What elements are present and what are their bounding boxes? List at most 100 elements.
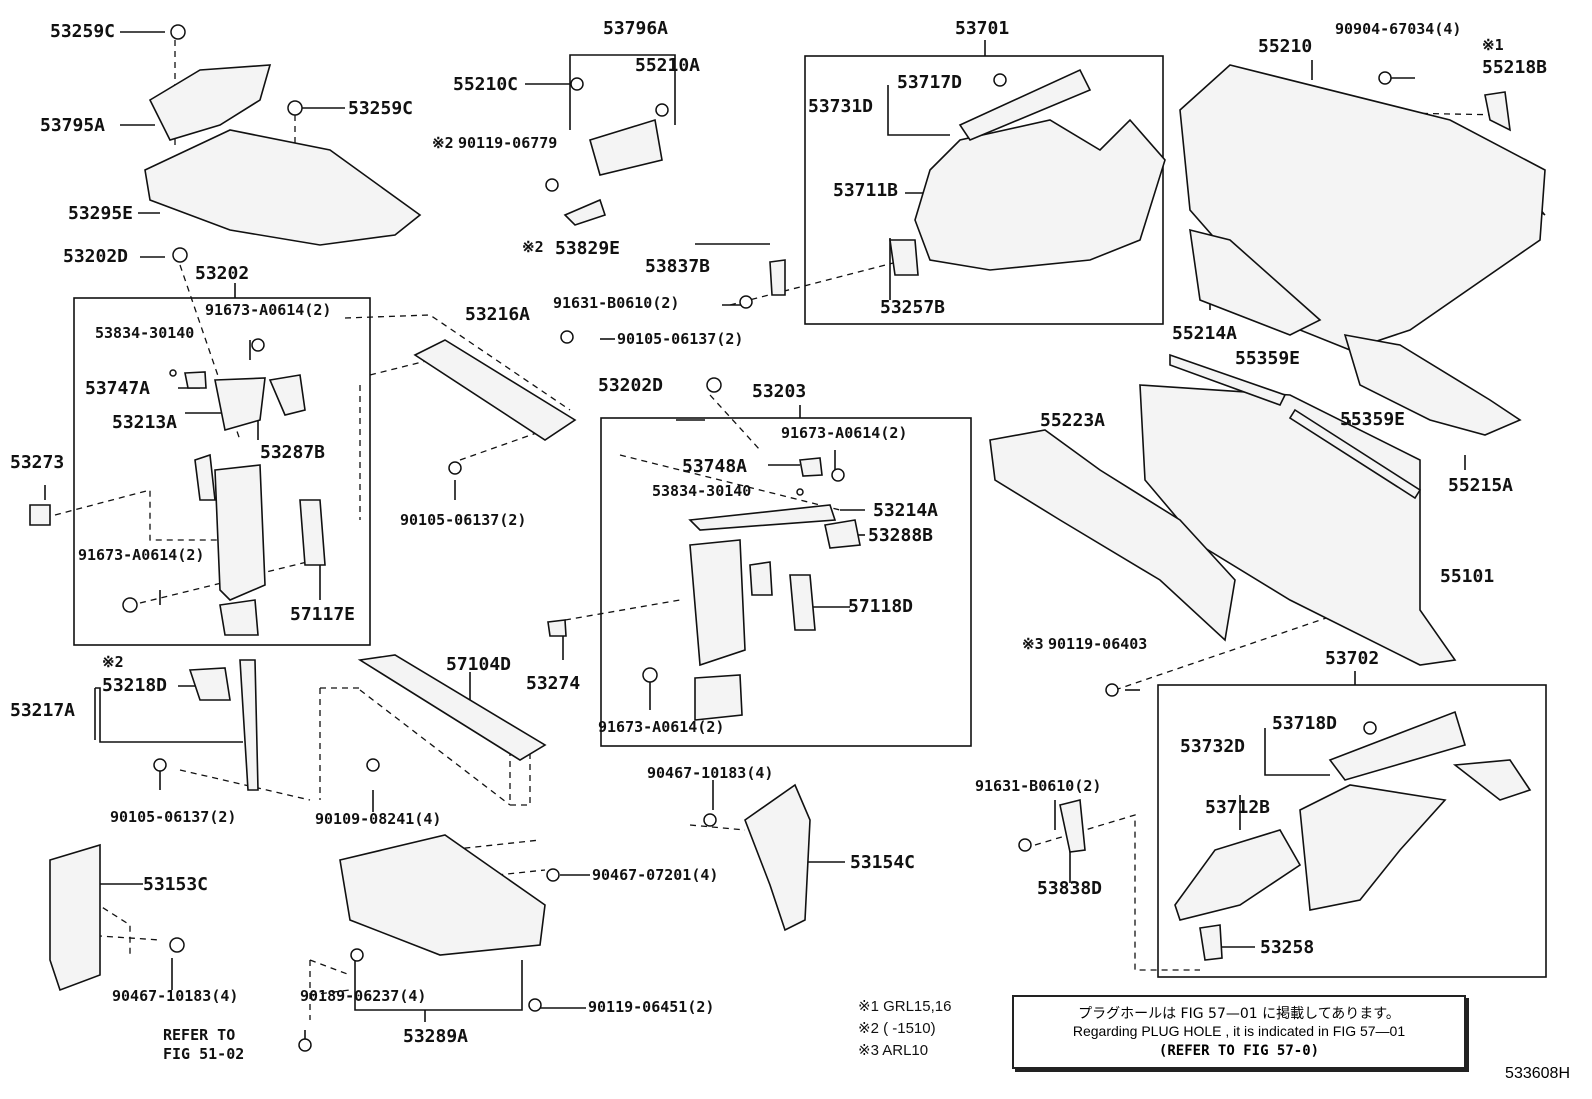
label-53154c[interactable]: 53154C [850, 852, 916, 873]
part-57104D-shape [357, 654, 547, 761]
part-55359E-a-shape [1169, 353, 1287, 406]
label-53288b[interactable]: 53288B [868, 525, 934, 546]
label-53712b[interactable]: 53712B [1205, 797, 1271, 818]
label-90105-06137-a[interactable]: 90105-06137(2) [617, 330, 744, 348]
label-53829e[interactable]: 53829E [555, 238, 621, 259]
label-53153c[interactable]: 53153C [143, 874, 209, 895]
label-53216a[interactable]: 53216A [465, 304, 531, 325]
label-53747a[interactable]: 53747A [85, 378, 151, 399]
part-55101-shape [1139, 384, 1457, 666]
label-55223a[interactable]: 55223A [1040, 410, 1106, 431]
label-91673-a0614-b[interactable]: 91673-A0614(2) [78, 546, 205, 564]
label-53717d[interactable]: 53717D [897, 72, 963, 93]
label-53203[interactable]: 53203 [752, 381, 807, 402]
part-53258-shape [1199, 924, 1223, 961]
label-55214a[interactable]: 55214A [1172, 323, 1238, 344]
mark-1: ※1 [1482, 36, 1504, 54]
label-53202d-right[interactable]: 53202D [598, 375, 664, 396]
note-box-line-3[interactable]: (REFER TO FIG 57-0) [1158, 1043, 1320, 1059]
label-90467-07201[interactable]: 90467-07201(4) [592, 866, 719, 884]
label-90467-10183-a[interactable]: 90467-10183(4) [112, 987, 239, 1005]
label-53273[interactable]: 53273 [10, 452, 65, 473]
label-90105-06137-c[interactable]: 90105-06137(2) [110, 808, 237, 826]
label-91631-b0610-a[interactable]: 91631-B0610(2) [553, 294, 680, 312]
mark-2-a: ※2 [432, 134, 454, 152]
group-box-53702 [1157, 684, 1547, 978]
label-53289a[interactable]: 53289A [403, 1026, 469, 1047]
group-box-53701 [804, 55, 1164, 325]
label-53732d[interactable]: 53732D [1180, 736, 1246, 757]
label-55359e-a[interactable]: 55359E [1235, 348, 1301, 369]
note-1: ※1 GRL15,16 [858, 998, 952, 1015]
label-90119-06451[interactable]: 90119-06451(2) [588, 998, 715, 1016]
label-53834-30140-a[interactable]: 53834-30140 [95, 324, 195, 342]
part-53796A-shape [589, 118, 663, 176]
group-box-53202 [73, 297, 371, 646]
label-91673-a0614-a[interactable]: 91673-A0614(2) [205, 301, 332, 319]
label-90119-06403[interactable]: 90119-06403 [1048, 635, 1148, 653]
label-57104d[interactable]: 57104D [446, 654, 512, 675]
label-53731d[interactable]: 53731D [808, 96, 874, 117]
part-53747A-shape [184, 371, 207, 389]
part-53731D-shape [958, 68, 1092, 141]
label-53837b[interactable]: 53837B [645, 256, 711, 277]
label-90904-67034[interactable]: 90904-67034(4) [1335, 20, 1462, 38]
label-53287b[interactable]: 53287B [260, 442, 326, 463]
label-90189-06237[interactable]: 90189-06237(4) [300, 987, 427, 1005]
label-53217a[interactable]: 53217A [10, 700, 76, 721]
label-53701[interactable]: 53701 [955, 18, 1010, 39]
bracket-53796A [569, 54, 676, 130]
label-53795a[interactable]: 53795A [40, 115, 106, 136]
label-55210c[interactable]: 55210C [453, 74, 519, 95]
label-90119-06779[interactable]: 90119-06779 [458, 134, 558, 152]
part-53711B-shape [914, 118, 1166, 271]
label-53702[interactable]: 53702 [1325, 648, 1380, 669]
part-53288B-shape [824, 519, 861, 549]
label-fig-51-02[interactable]: FIG 51-02 [163, 1045, 245, 1063]
label-55359e-b[interactable]: 55359E [1340, 409, 1406, 430]
plug-hole-note-box: プラグホールは FIG 57—01 に掲載してあります。 Regarding P… [1012, 995, 1466, 1069]
part-53287B-shape [268, 374, 306, 416]
part-53712B-shape [1174, 829, 1302, 921]
label-53202[interactable]: 53202 [195, 263, 250, 284]
label-57117e[interactable]: 57117E [290, 604, 356, 625]
part-57117E-shape [299, 499, 326, 566]
label-53834-30140-b[interactable]: 53834-30140 [652, 482, 752, 500]
label-55215a[interactable]: 55215A [1448, 475, 1514, 496]
label-53295e[interactable]: 53295E [68, 203, 134, 224]
note-2: ※2 ( -1510) [858, 1020, 936, 1037]
part-55359E-b-shape [1288, 408, 1422, 500]
label-53748a[interactable]: 53748A [682, 456, 748, 477]
label-91673-a0614-d[interactable]: 91673-A0614(2) [598, 718, 725, 736]
label-90467-10183-b[interactable]: 90467-10183(4) [647, 764, 774, 782]
part-53216A-shape [413, 339, 577, 441]
label-53711b[interactable]: 53711B [833, 180, 899, 201]
label-53259c-right[interactable]: 53259C [348, 98, 414, 119]
label-57118d[interactable]: 57118D [848, 596, 914, 617]
label-53718d[interactable]: 53718D [1272, 713, 1338, 734]
label-53258[interactable]: 53258 [1260, 937, 1315, 958]
label-53257b[interactable]: 53257B [880, 297, 946, 318]
label-53259c-top[interactable]: 53259C [50, 21, 116, 42]
label-90105-06137-b[interactable]: 90105-06137(2) [400, 511, 527, 529]
label-55218b[interactable]: 55218B [1482, 57, 1548, 78]
label-55210[interactable]: 55210 [1258, 36, 1313, 57]
label-91631-b0610-b[interactable]: 91631-B0610(2) [975, 777, 1102, 795]
label-53213a[interactable]: 53213A [112, 412, 178, 433]
label-53796a[interactable]: 53796A [603, 18, 669, 39]
label-53274[interactable]: 53274 [526, 673, 581, 694]
label-55101[interactable]: 55101 [1440, 566, 1495, 587]
label-53202d-left[interactable]: 53202D [63, 246, 129, 267]
label-53218d[interactable]: 53218D [102, 675, 168, 696]
part-53154C-shape [744, 783, 811, 932]
label-53214a[interactable]: 53214A [873, 500, 939, 521]
label-91673-a0614-c[interactable]: 91673-A0614(2) [781, 424, 908, 442]
part-53702-inner-shape [1299, 784, 1447, 911]
label-90109-08241[interactable]: 90109-08241(4) [315, 810, 442, 828]
label-refer-to: REFER TO [163, 1026, 236, 1044]
label-55210a[interactable]: 55210A [635, 55, 701, 76]
note-box-line-1: プラグホールは FIG 57—01 に掲載してあります。 [1078, 1006, 1400, 1022]
label-53838d[interactable]: 53838D [1037, 878, 1103, 899]
figure-id: 533608H [1505, 1065, 1570, 1082]
